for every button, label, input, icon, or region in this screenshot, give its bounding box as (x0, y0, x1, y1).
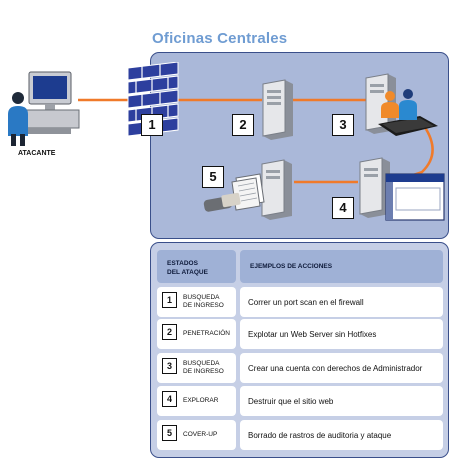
row-number: 5 (162, 425, 177, 441)
explore-server-icon (359, 157, 445, 221)
states-column-header: ESTADOS DEL ATAQUE (157, 250, 236, 283)
step-badge-5: 5 (202, 166, 224, 188)
step-badge-3: 3 (332, 114, 354, 136)
step-badge-1: 1 (141, 114, 163, 136)
row-number: 2 (162, 324, 177, 340)
row-state-label: PENETRACIÓN (183, 330, 230, 337)
table-row-action: Borrado de rastros de auditoria y ataque (240, 420, 443, 450)
step-badge-4: 4 (332, 197, 354, 219)
row-state-label: EXPLORAR (183, 397, 219, 404)
row-number: 3 (162, 358, 177, 374)
row-state-label: COVER-UP (183, 431, 218, 438)
states-header-text: ESTADOS DEL ATAQUE (167, 260, 208, 276)
row-state-label: BUSQUEDA DE INGRESO (183, 360, 224, 375)
attacker-computer-icon (8, 71, 80, 146)
table-row-action: Destruir que el sitio web (240, 386, 443, 416)
web-server-icon (262, 79, 293, 140)
admin-server-icon (365, 73, 438, 136)
table-row-action: Correr un port scan en el firewall (240, 287, 443, 317)
row-state-label: BUSQUEDA DE INGRESO (183, 294, 224, 309)
row-number: 1 (162, 292, 177, 308)
step-badge-2: 2 (232, 114, 254, 136)
table-row-state: 3 BUSQUEDA DE INGRESO (157, 353, 236, 383)
table-row-state: 4 EXPLORAR (157, 386, 236, 416)
table-row-action: Explotar un Web Server sin Hotfixes (240, 319, 443, 349)
actions-header-text: EJEMPLOS DE ACCIONES (250, 263, 333, 270)
table-row-action: Crear una cuenta con derechos de Adminis… (240, 353, 443, 383)
cover-up-server-icon (203, 159, 292, 220)
actions-column-header: EJEMPLOS DE ACCIONES (240, 250, 443, 283)
diagram-title: Oficinas Centrales (152, 30, 288, 47)
table-row-state: 1 BUSQUEDA DE INGRESO (157, 287, 236, 317)
attacker-label: ATACANTE (18, 150, 56, 157)
row-number: 4 (162, 391, 177, 407)
table-row-state: 2 PENETRACIÓN (157, 319, 236, 349)
table-row-state: 5 COVER-UP (157, 420, 236, 450)
